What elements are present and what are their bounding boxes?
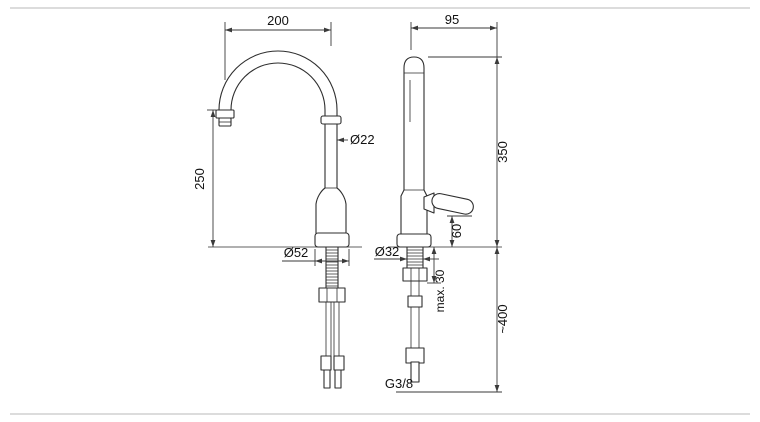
label-g38: G3/8 bbox=[385, 376, 413, 391]
hose-end-right bbox=[334, 369, 342, 389]
thread-size-label: G3/8 bbox=[385, 376, 413, 391]
dim-tube-diameter: Ø22 bbox=[337, 132, 375, 147]
spout-nozzle-collar bbox=[215, 109, 235, 119]
mixer-flare-right bbox=[336, 187, 347, 234]
front-mounting-nut bbox=[318, 287, 346, 303]
dim-height-350: 350 bbox=[494, 57, 510, 247]
dim-spout-reach: 200 bbox=[224, 13, 332, 80]
dim-label-250: 250 bbox=[192, 168, 207, 190]
dim-max-deck-30: max. 30 bbox=[427, 247, 447, 312]
dim-label-95: 95 bbox=[445, 12, 459, 27]
drawing-frame bbox=[10, 7, 750, 415]
side-handle bbox=[423, 192, 474, 215]
side-hose bbox=[410, 281, 420, 348]
hose-collar bbox=[407, 295, 423, 308]
side-undercounter-parts bbox=[402, 246, 428, 383]
side-mounting-nut bbox=[402, 267, 428, 282]
dim-label-200: 200 bbox=[267, 13, 289, 28]
spout-joint-ring bbox=[320, 115, 342, 125]
front-shank-threads bbox=[326, 249, 338, 287]
leader-arrow bbox=[337, 137, 344, 143]
front-undercounter-parts bbox=[318, 246, 346, 389]
spout-inner-curve bbox=[230, 62, 326, 119]
hose-end-tube bbox=[410, 361, 420, 383]
faucet-front-view: 200 250 Ø22 Ø52 bbox=[192, 13, 375, 389]
handle-neck bbox=[423, 192, 435, 214]
spout-outline bbox=[215, 50, 338, 127]
side-shank-threads bbox=[407, 249, 423, 266]
hose-nut-left bbox=[320, 355, 332, 371]
dimension-arrows bbox=[400, 256, 430, 262]
dim-label-o52: Ø52 bbox=[284, 245, 309, 260]
dimension-arrows bbox=[315, 258, 349, 264]
dimension-arrows bbox=[449, 216, 455, 247]
hose-end-left bbox=[323, 369, 331, 389]
hose-nut-right bbox=[333, 355, 345, 371]
faucet-side-view: 95 350 ~400 60 Ø32 bbox=[374, 12, 510, 393]
dim-chain-right bbox=[396, 22, 502, 393]
spout-outer-curve bbox=[218, 50, 338, 119]
dim-label-400: ~400 bbox=[495, 304, 510, 333]
front-body-outline bbox=[314, 115, 350, 248]
side-body-outline bbox=[396, 56, 432, 248]
front-hoses bbox=[325, 302, 340, 356]
dim-hose-400: ~400 bbox=[494, 247, 510, 392]
hose-end-nut bbox=[405, 347, 425, 364]
dim-depth-95: 95 bbox=[410, 12, 497, 50]
dim-label-max30: max. 30 bbox=[433, 269, 447, 312]
front-base bbox=[314, 232, 350, 248]
mixer-flare-left bbox=[315, 187, 326, 234]
dim-label-350: 350 bbox=[495, 141, 510, 163]
handle-lever bbox=[431, 193, 474, 215]
dim-base-diameter: Ø52 bbox=[282, 245, 350, 266]
dim-label-o22: Ø22 bbox=[350, 132, 375, 147]
side-body bbox=[403, 56, 425, 191]
dim-handle-60: 60 bbox=[447, 215, 472, 247]
dim-label-60: 60 bbox=[449, 224, 464, 238]
dim-shank-o32: Ø32 bbox=[374, 244, 439, 262]
dim-spout-height: 250 bbox=[192, 109, 216, 247]
dim-label-o32: Ø32 bbox=[375, 244, 400, 259]
side-base bbox=[396, 233, 432, 248]
cartridge-left bbox=[400, 189, 405, 235]
